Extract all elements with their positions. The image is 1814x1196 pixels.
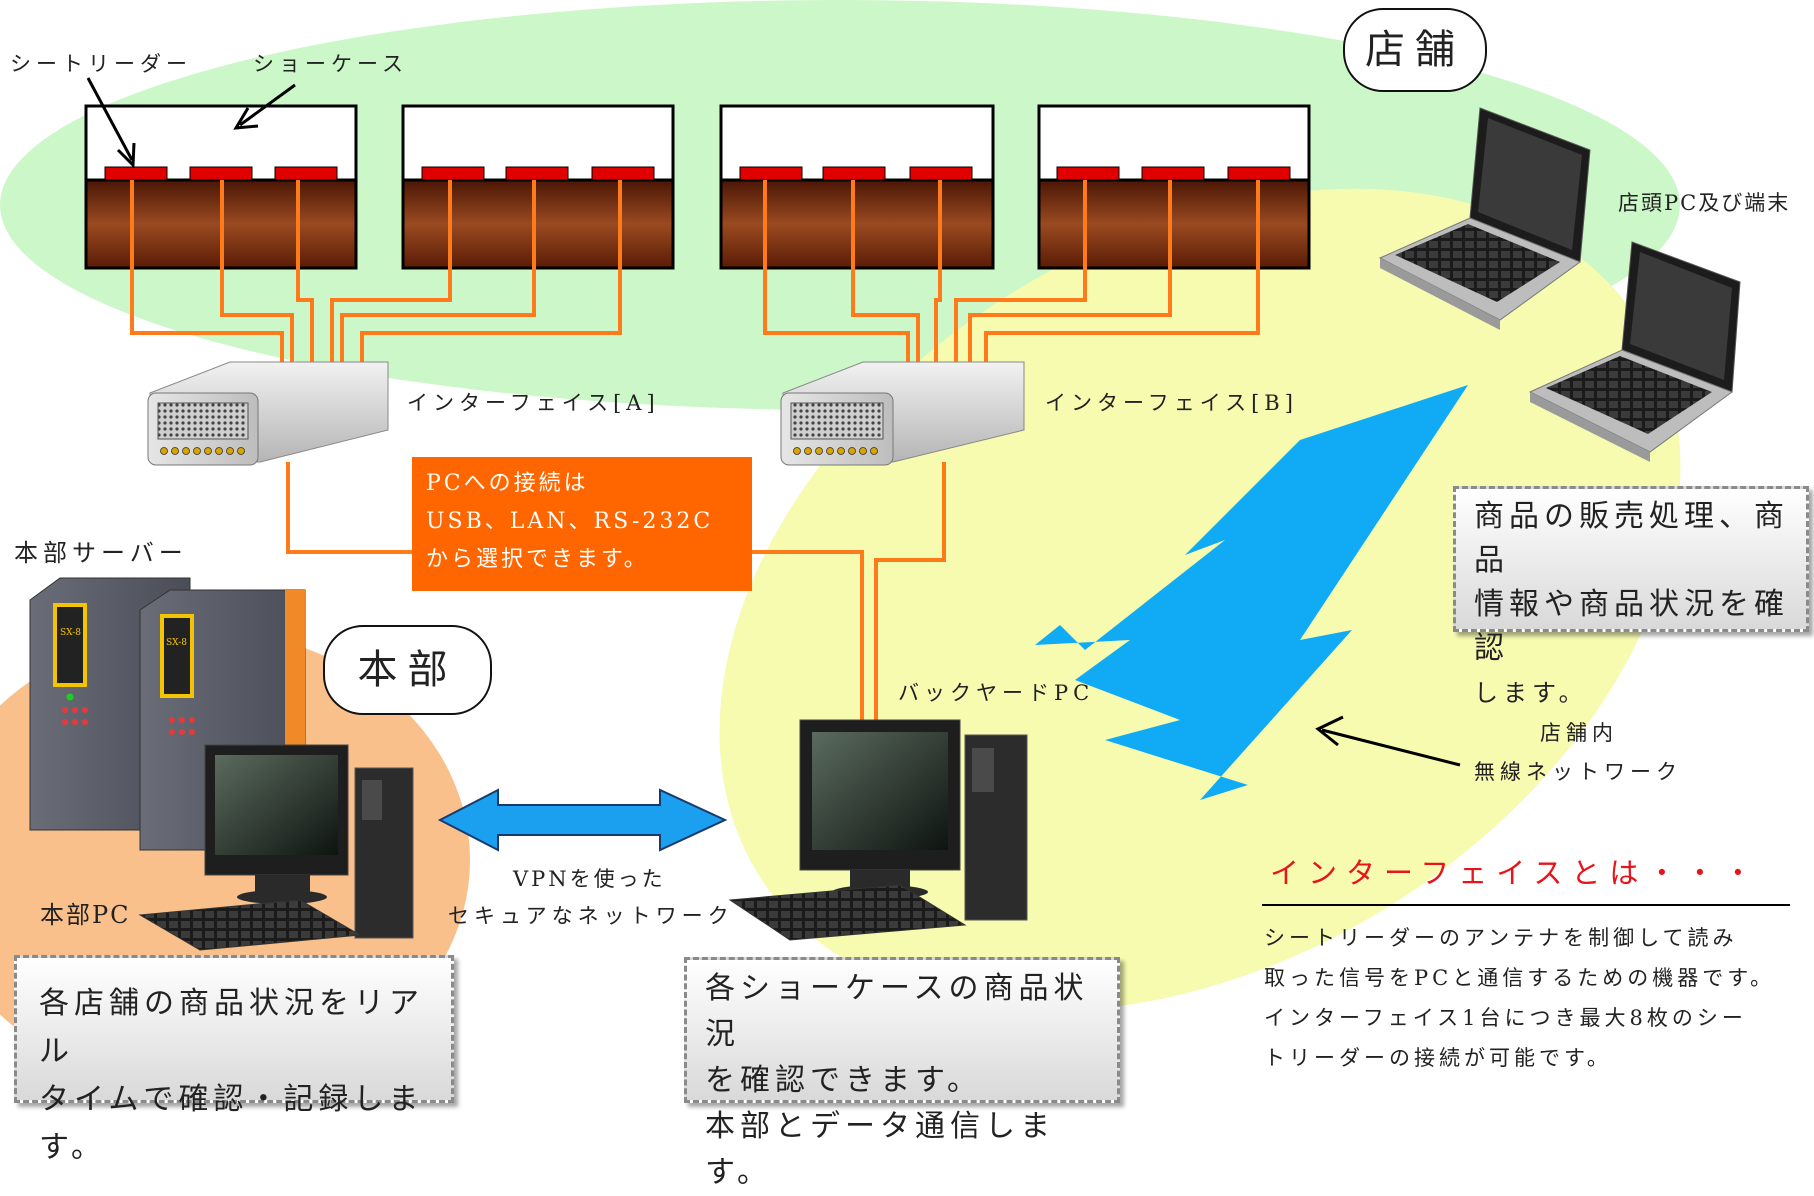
seat-reader-label: シートリーダー — [10, 52, 192, 76]
showcase-4 — [1037, 104, 1311, 270]
interface-definition-line1: シートリーダーのアンテナを制御して読み — [1264, 926, 1738, 950]
connection-box: PCへの接続は USB、LAN、RS-232C から選択できます。 — [412, 457, 752, 591]
hq-pc — [138, 744, 414, 951]
server-badge-2: SX-8 — [166, 638, 188, 648]
backyard-note-line3: 本部とデータ通信します。 — [705, 1109, 1055, 1190]
seat-reader — [739, 166, 803, 181]
system-diagram — [0, 0, 1790, 1090]
showcase-label: ショーケース — [253, 52, 408, 76]
hq-note: 各店舗の商品状況をリアル タイムで確認・記録します。 — [14, 955, 454, 1165]
storefront-laptop-2 — [1528, 241, 1741, 462]
interface-b-device — [780, 361, 1025, 466]
interface-a-device — [147, 361, 389, 466]
interface-definition-text: シートリーダーのアンテナを制御して読み 取った信号をPCと通信するための機器です… — [1264, 918, 1809, 1078]
interface-definition-line4: トリーダーの接続が可能です。 — [1264, 1046, 1612, 1070]
showcase-2 — [401, 104, 675, 270]
seat-reader — [421, 166, 485, 181]
connection-box-line1: PCへの接続は — [426, 471, 589, 496]
seat-reader — [591, 166, 655, 181]
annotation-arrows — [86, 77, 1461, 767]
storefront-note-line2: 情報や商品状況を確認 — [1474, 587, 1789, 666]
hq-pc-label: 本部PC — [40, 901, 131, 929]
wireless-label-line1: 店舗内 — [1540, 721, 1618, 745]
seat-reader — [104, 166, 168, 181]
storefront-note: 商品の販売処理、商品 情報や商品状況を確認 します。 — [1453, 486, 1809, 707]
reader-cables — [130, 180, 1260, 362]
wireless-lightning-icon — [1035, 385, 1468, 800]
hq-server-label: 本部サーバー — [14, 539, 188, 567]
storefront-laptop-1 — [1378, 107, 1591, 330]
seat-reader — [1141, 166, 1205, 181]
seat-reader — [1227, 166, 1291, 181]
seat-reader — [274, 166, 338, 181]
interface-definition-line2: 取った信号をPCと通信するための機器です。 — [1264, 966, 1776, 990]
wireless-label-line2: 無線ネットワーク — [1474, 760, 1682, 784]
backyard-note: 各ショーケースの商品状況 を確認できます。 本部とデータ通信します。 — [684, 957, 1120, 1190]
backyard-note-line2: を確認できます。 — [705, 1063, 982, 1098]
server-badge-1: SX-8 — [60, 628, 82, 638]
connection-box-line2: USB、LAN、RS-232C — [426, 509, 714, 534]
interface-a-label: インターフェイス[A] — [407, 391, 660, 415]
seat-reader — [822, 166, 886, 181]
vpn-double-arrow-icon — [437, 788, 728, 852]
vpn-label-line1: VPNを使った — [513, 867, 666, 891]
connection-box-line3: から選択できます。 — [426, 547, 649, 572]
backyard-pc — [728, 719, 1028, 941]
storefront-pc-label: 店頭PC及び端末 — [1618, 191, 1791, 215]
interface-definition-heading: インターフェイスとは・・・ — [1270, 856, 1762, 890]
seat-reader — [189, 166, 253, 181]
hq-note-line1: 各店舗の商品状況をリアル — [39, 986, 424, 1069]
interface-definition-line3: インターフェイス1台につき最大8枚のシー — [1264, 1006, 1747, 1030]
hq-title: 本部 — [323, 625, 492, 715]
hq-note-line2: タイムで確認・記録します。 — [39, 1082, 424, 1165]
vpn-label-line2: セキュアなネットワーク — [448, 904, 734, 928]
showcase-3 — [719, 104, 995, 270]
storefront-note-line3: します。 — [1474, 679, 1588, 707]
seat-reader — [505, 166, 569, 181]
seat-reader — [909, 166, 973, 181]
store-title: 店舗 — [1343, 8, 1487, 92]
interface-b-label: インターフェイス[B] — [1045, 391, 1298, 415]
storefront-note-line1: 商品の販売処理、商品 — [1474, 499, 1789, 578]
backyard-note-line1: 各ショーケースの商品状況 — [705, 971, 1089, 1052]
backyard-pc-label: バックヤードPC — [898, 681, 1095, 705]
seat-reader — [1056, 166, 1120, 181]
